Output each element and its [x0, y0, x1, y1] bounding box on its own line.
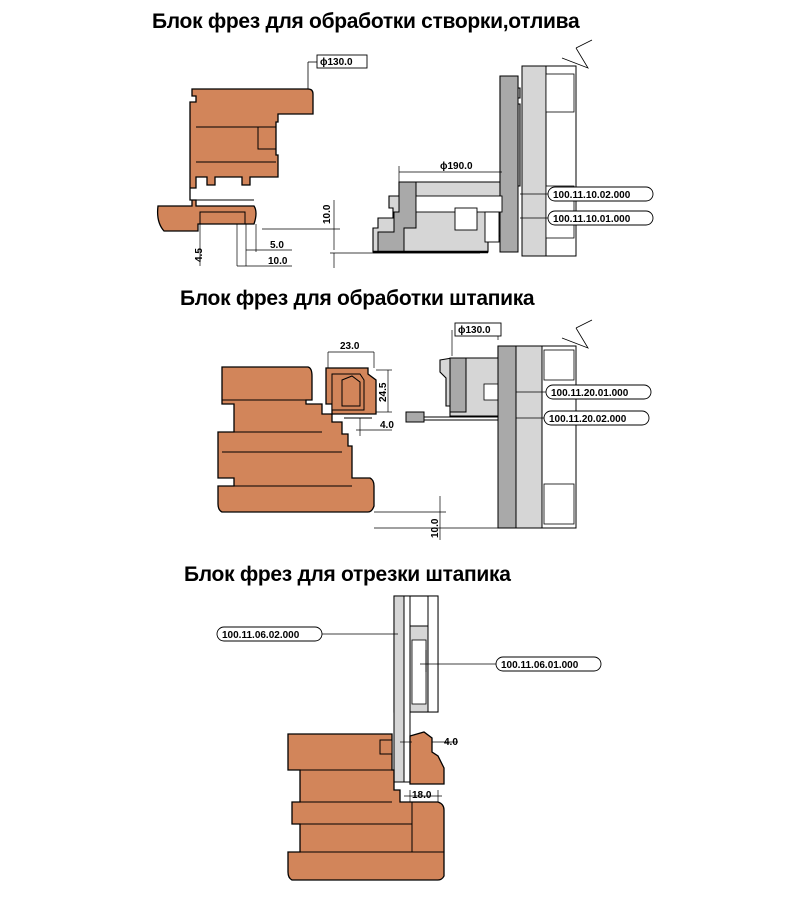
section2-dim-10-0-label: 10.0 [430, 518, 441, 538]
section1-dim-vertical-label: 10.0 [322, 204, 333, 224]
section3-part-a-label: 100.11.06.02.000 [222, 630, 300, 641]
section1-dim-10-0-label: 10.0 [268, 256, 288, 267]
section1-dim-4-5-label: 4.5 [194, 248, 205, 262]
section1-diam-small-label: ϕ130.0 [320, 57, 353, 68]
section3-dim-4-0-label: 4.0 [444, 737, 458, 748]
section1-part-b-label: 100.11.10.01.000 [553, 214, 631, 225]
section1-drawing: ϕ130.0 10.0 4.5 5.0 10.0 [156, 39, 654, 268]
section1-title: Блок фрез для обработки створки,отлива [152, 10, 580, 33]
section1-diam-large-label: ϕ190.0 [440, 161, 473, 172]
section2-part-a-label: 100.11.20.01.000 [551, 388, 629, 399]
section3-dim-18-0-label: 18.0 [412, 790, 432, 801]
section2-diam-label: ϕ130.0 [458, 325, 491, 336]
section3-part-b-label: 100.11.06.01.000 [501, 660, 579, 671]
cutoff-bead-piece [409, 731, 445, 785]
section2-drawing: 23.0 24.5 4.0 10.0 [217, 319, 652, 540]
section2-dim-24-5-label: 24.5 [378, 382, 389, 402]
section3-title: Блок фрез для отрезки штапика [184, 563, 511, 586]
section1-dim-5-0-label: 5.0 [270, 240, 284, 251]
section3-drawing: 4.0 18.0 100.11.06.02.000 100.11.06.01.0… [216, 595, 602, 881]
glazing-bead-wood-profile [217, 366, 375, 513]
section2-part-b-label: 100.11.20.02.000 [549, 414, 627, 425]
section2-dim-4-0-label: 4.0 [380, 420, 394, 431]
section2-dim-23-label: 23.0 [340, 341, 360, 352]
section2-title: Блок фрез для обработки штапика [180, 287, 535, 310]
sash-wood-profile [156, 88, 314, 232]
section1-part-a-label: 100.11.10.02.000 [553, 190, 631, 201]
